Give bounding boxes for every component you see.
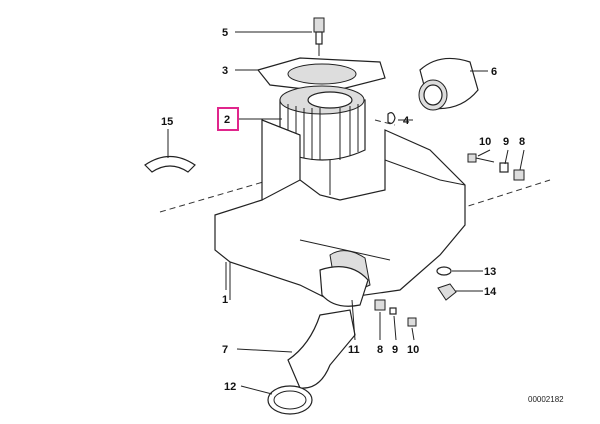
callout-9-upper[interactable]: 9 [503,136,509,148]
part-4-clip[interactable] [387,112,396,124]
callout-9-lower[interactable]: 9 [392,344,398,356]
callout-2[interactable]: 2 [224,114,230,126]
part-11-intake-boot[interactable] [319,266,369,307]
callout-13[interactable]: 13 [484,266,496,278]
callout-10-upper[interactable]: 10 [479,136,491,148]
callout-14[interactable]: 14 [484,286,497,298]
callout-1[interactable]: 1 [222,294,228,306]
part-3-cover-plate[interactable] [256,57,386,93]
diagram-id: 00002182 [528,395,564,404]
highlight-box [217,107,239,131]
parts-10-9-8-upper[interactable] [467,153,525,181]
parts-8-9-10-lower[interactable] [374,299,417,327]
callout-3[interactable]: 3 [222,65,228,77]
part-15-clip[interactable] [144,155,196,173]
assembly-line [159,179,271,213]
callout-7[interactable]: 7 [222,344,228,356]
callout-8-lower[interactable]: 8 [377,344,383,356]
callout-11[interactable]: 11 [348,344,360,356]
part-5-sensor[interactable] [313,17,325,56]
part-12-hose-clamp[interactable] [267,385,313,415]
part-7-intake-duct[interactable] [287,309,356,389]
callout-8-upper[interactable]: 8 [519,136,525,148]
callout-10-lower[interactable]: 10 [407,344,419,356]
assembly-line [374,119,396,126]
callout-6[interactable]: 6 [491,66,497,78]
callout-4[interactable]: 4 [403,115,410,127]
part-13-washer[interactable] [436,266,452,276]
callout-5[interactable]: 5 [222,27,228,39]
part-14-nut[interactable] [437,283,457,301]
callout-12[interactable]: 12 [224,381,236,393]
callout-15[interactable]: 15 [161,116,173,128]
part-6-hose[interactable] [418,57,479,111]
